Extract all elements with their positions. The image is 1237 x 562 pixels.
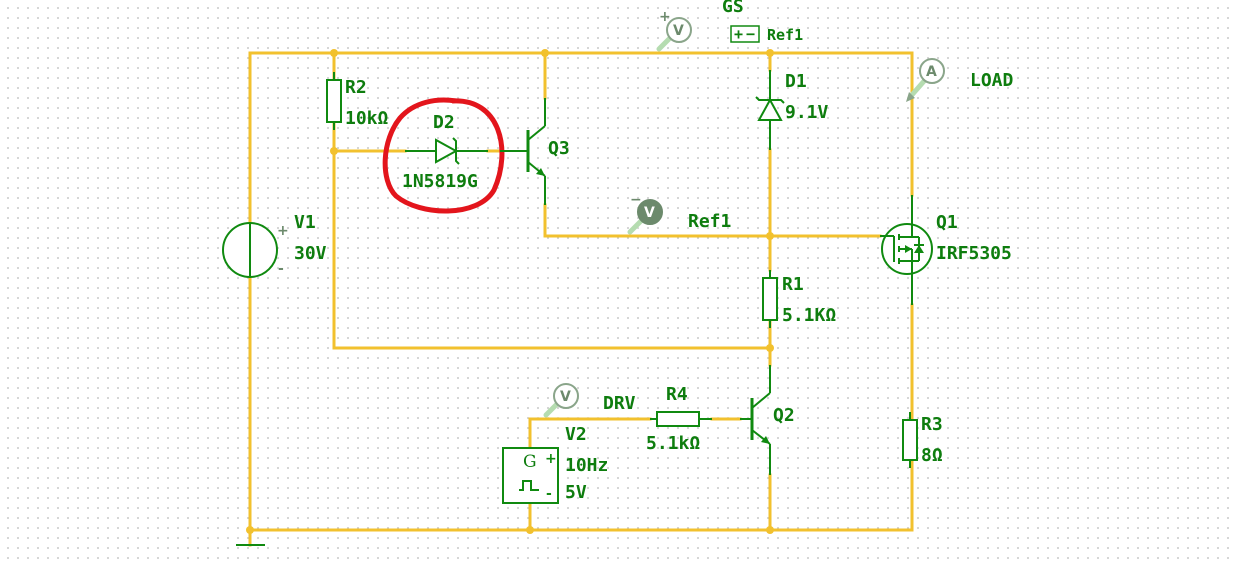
junction (766, 49, 774, 57)
resistor-r2[interactable]: R2 10kΩ (326, 72, 389, 130)
d2-name: D2 (433, 112, 455, 133)
r2-body (326, 79, 342, 123)
net-label-load: LOAD (970, 70, 1014, 91)
voltmeter-icon (666, 17, 692, 43)
v1-name: V1 (294, 212, 316, 233)
probe-load-stick (908, 77, 928, 99)
d1-value: 9.1V (785, 102, 829, 123)
ref-box-icon (730, 25, 760, 43)
v2-amplitude: 5V (565, 482, 587, 503)
ammeter-icon (919, 58, 945, 84)
wires (248, 51, 914, 547)
resistor-r4[interactable]: R4 5.1kΩ (646, 384, 712, 454)
source-v1[interactable]: + - V1 30V (222, 212, 327, 278)
v1-minus-sign: - (278, 261, 284, 277)
square-wave-icon (519, 480, 539, 491)
q2-emitter-arrow (761, 436, 770, 444)
source-v2[interactable]: G + - V2 10Hz 5V (502, 424, 608, 504)
r3-body (902, 419, 918, 461)
v2-name: V2 (565, 424, 587, 445)
q3-collector-leg (527, 125, 546, 141)
net-label-drv: DRV (603, 393, 636, 414)
resistor-r3[interactable]: R3 8Ω (902, 412, 943, 468)
voltmeter-dark-icon (637, 199, 663, 225)
r1-body (762, 277, 778, 321)
r1-value: 5.1KΩ (782, 305, 836, 326)
r1-name: R1 (782, 274, 804, 295)
r4-value: 5.1kΩ (646, 433, 700, 454)
q1-value: IRF5305 (936, 243, 1012, 264)
q1-diode-arrow (914, 245, 924, 253)
probe-ref1[interactable]: V − Ref1 (627, 192, 731, 235)
probe-load-arrow (906, 92, 915, 102)
v2-minus-sign: - (546, 486, 552, 502)
probe-drv-symbol: V (560, 389, 571, 405)
d1-name: D1 (785, 71, 807, 92)
diode-d2[interactable]: D2 1N5819G (382, 97, 505, 214)
probe-gs[interactable]: V + GS + − Ref1 (656, 0, 803, 52)
v2-g-label: G (523, 452, 537, 472)
r2-name: R2 (345, 77, 367, 98)
junction (766, 232, 774, 240)
d2-bar (452, 137, 460, 165)
v2-plus-sign: + (545, 451, 557, 467)
junction (526, 526, 534, 534)
q1-body-arrow (905, 245, 912, 253)
transistor-q2[interactable]: Q2 (740, 365, 795, 475)
ref-box-minus: − (746, 25, 755, 43)
junction (330, 147, 338, 155)
probe-gs-plus: + (659, 9, 671, 25)
r4-body (656, 411, 700, 427)
probe-load-symbol: A (926, 64, 937, 80)
q1-name: Q1 (936, 212, 958, 233)
probe-ref1-symbol: V (644, 205, 655, 221)
junction (766, 526, 774, 534)
probe-load[interactable]: A LOAD (906, 58, 1014, 102)
r3-value: 8Ω (921, 445, 943, 466)
junction (330, 49, 338, 57)
q3-emitter-arrow (536, 168, 545, 176)
r3-name: R3 (921, 414, 943, 435)
v2-frequency: 10Hz (565, 455, 608, 476)
zener-d1[interactable]: D1 9.1V (755, 70, 829, 150)
d2-value: 1N5819G (402, 171, 478, 192)
junction (766, 344, 774, 352)
d2-triangle (435, 138, 459, 164)
junction-dots (246, 49, 774, 534)
d1-triangle (757, 97, 783, 121)
probe-gs-symbol: V (673, 23, 684, 39)
ref-box-plus: + (734, 25, 743, 43)
voltmeter-icon (553, 383, 579, 409)
mosfet-q1[interactable]: Q1 IRF5305 (880, 195, 1012, 305)
d1-bar (755, 96, 785, 104)
resistor-r1[interactable]: R1 5.1KΩ (762, 270, 836, 328)
v1-value: 30V (294, 243, 327, 264)
junction (246, 526, 254, 534)
net-label-ref1-top: Ref1 (767, 26, 803, 44)
r4-name: R4 (666, 384, 688, 405)
q2-collector-leg (751, 392, 771, 409)
q3-name: Q3 (548, 138, 570, 159)
v1-plus-sign: + (277, 223, 289, 239)
r2-value: 10kΩ (345, 108, 389, 129)
probe-ref1-minus: − (630, 192, 642, 208)
probe-drv[interactable]: V DRV (543, 383, 636, 418)
q2-name: Q2 (773, 405, 795, 426)
junction (541, 49, 549, 57)
red-highlight-circle (382, 97, 505, 214)
net-label-ref1: Ref1 (688, 211, 731, 232)
transistor-q3[interactable]: Q3 (500, 98, 570, 205)
net-label-gs: GS (722, 0, 744, 17)
v2-body (502, 447, 559, 504)
